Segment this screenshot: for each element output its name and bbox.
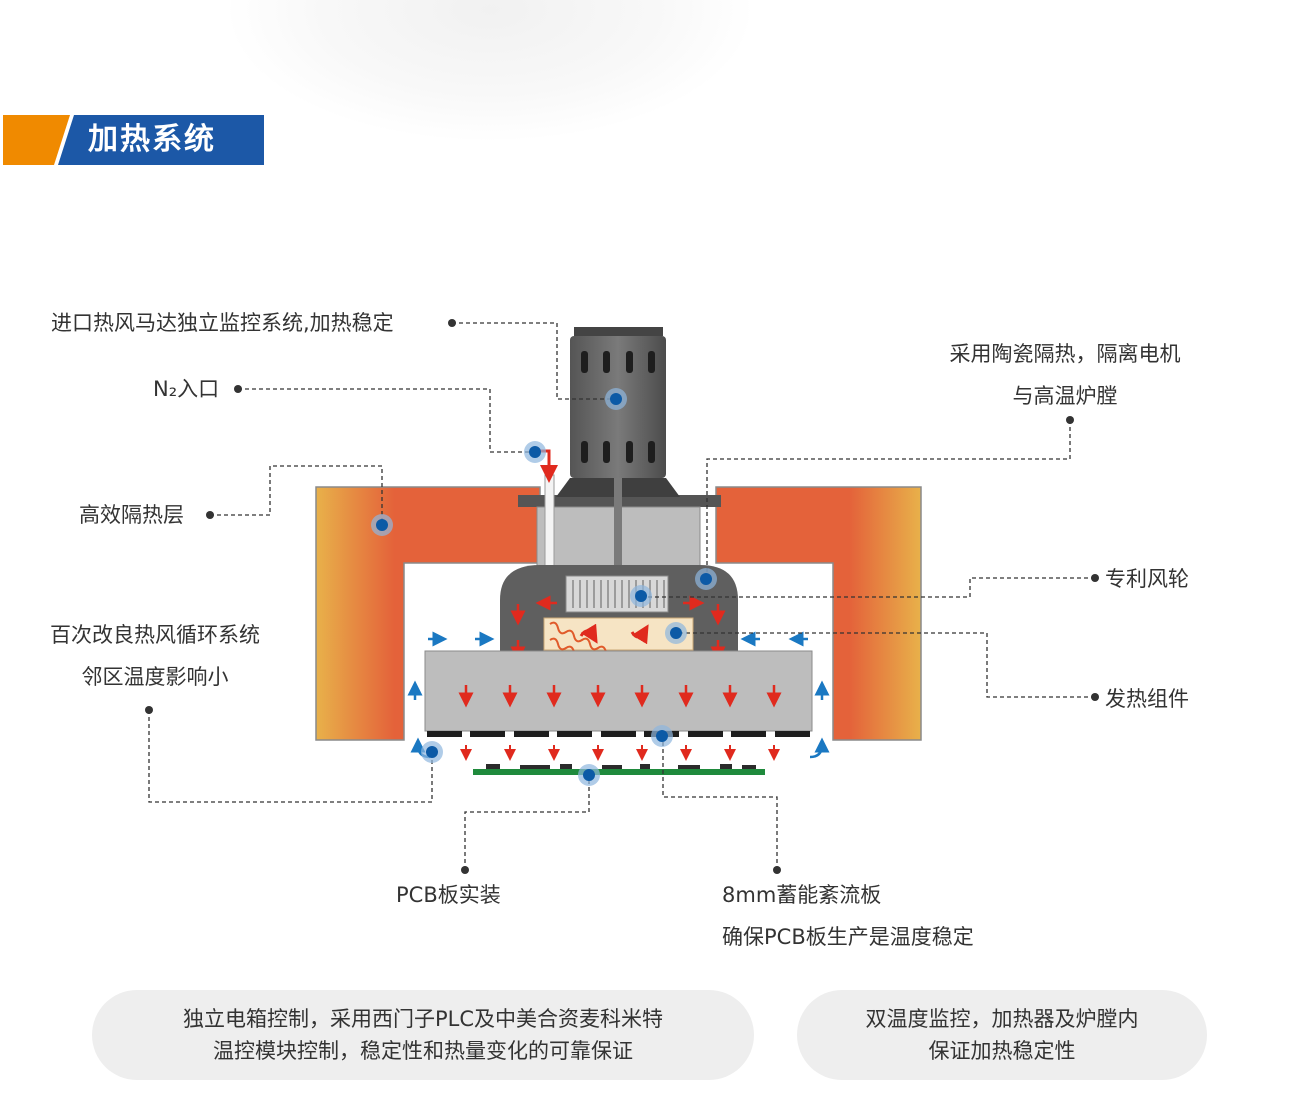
feature-bubble-control: 独立电箱控制，采用西门子PLC及中美合资麦科米特 温控模块控制，稳定性和热量变化…: [92, 990, 754, 1080]
label-heater: 发热组件: [1105, 687, 1189, 711]
label-n2-inlet: N₂入口: [153, 377, 220, 401]
bubble-control-line2: 温控模块控制，稳定性和热量变化的可靠保证: [213, 1039, 633, 1063]
insulation-housing: [315, 486, 922, 741]
label-impeller: 专利风轮: [1105, 567, 1189, 591]
motor-vents: [581, 351, 655, 463]
leader-end-dots: [145, 319, 1099, 874]
impeller: [565, 575, 669, 613]
bubble-monitoring-line2: 保证加热稳定性: [928, 1039, 1076, 1063]
section-title: 加热系统: [88, 122, 216, 157]
label-motor: 进口热风马达独立监控系统,加热稳定: [51, 311, 394, 335]
label-circulation-line1: 百次改良热风循环系统: [50, 623, 260, 647]
label-plate-line1: 8mm蓄能紊流板: [722, 883, 882, 907]
label-plate-line2: 确保PCB板生产是温度稳定: [722, 925, 974, 949]
chamber-hot-air-arrows: [510, 595, 726, 662]
feature-bubble-monitoring: 双温度监控，加热器及炉膛内 保证加热稳定性: [797, 990, 1207, 1080]
section-header: [0, 115, 264, 165]
label-insulation-layer: 高效隔热层: [79, 503, 184, 527]
pcb-board: [473, 764, 765, 775]
label-ceramic-line1: 采用陶瓷隔热，隔离电机: [949, 342, 1181, 366]
outlet-hot-air-arrows: [460, 745, 780, 761]
motor-shaft: [614, 478, 622, 578]
label-circulation-line2: 邻区温度影响小: [81, 665, 229, 689]
leader-lines: [148, 322, 1095, 870]
bubble-control-line1: 独立电箱控制，采用西门子PLC及中美合资麦科米特: [182, 1007, 664, 1031]
label-pcb: PCB板实装: [396, 883, 501, 907]
header-band-shape: [3, 115, 264, 165]
plate-nozzles: [427, 731, 810, 737]
turbulence-plate: [424, 650, 813, 732]
bubble-monitoring-line1: 双温度监控，加热器及炉膛内: [865, 1007, 1139, 1031]
plate-hot-air-arrows: [458, 685, 782, 708]
label-ceramic-line2: 与高温炉膛: [1012, 384, 1118, 408]
callout-markers: [371, 388, 717, 786]
